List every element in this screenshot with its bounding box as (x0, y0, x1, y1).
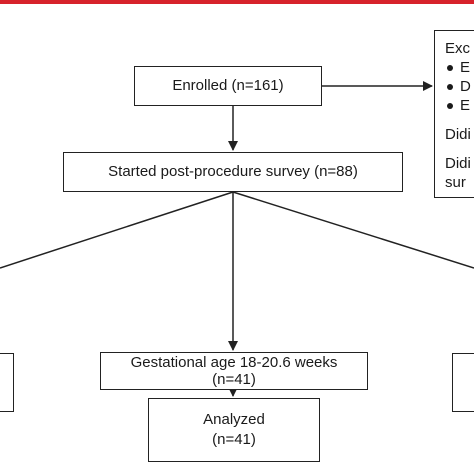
exclusion-bullet-3-text: E (460, 97, 471, 114)
analyzed-label: Analyzed (203, 411, 265, 428)
gestational-age-count: (n=41) (212, 371, 256, 388)
left-branch-box (0, 353, 14, 412)
line-started-to-right (232, 191, 474, 269)
exclusion-bullet-1: E (445, 58, 474, 77)
bullet-icon (447, 103, 453, 110)
exclusion-bullet-2: D (445, 77, 474, 96)
exclusion-bullet-2-text: D (460, 78, 471, 95)
exclusion-box: Exc E D E Didi Didi sur (434, 30, 474, 198)
bullet-icon (447, 84, 453, 91)
top-accent-bar (0, 0, 474, 4)
started-survey-box: Started post-procedure survey (n=88) (63, 152, 403, 192)
gestational-age-box: Gestational age 18-20.6 weeks(n=41) (100, 352, 368, 390)
exclusion-heading: Exc (445, 40, 471, 57)
exclusion-line-b2: sur (445, 174, 466, 191)
enrolled-label: Enrolled (n=161) (172, 77, 284, 94)
started-survey-label: Started post-procedure survey (n=88) (108, 163, 358, 180)
exclusion-bullet-1-text: E (460, 59, 471, 76)
exclusion-line-a: Didi (445, 126, 471, 143)
gestational-age-label: Gestational age 18-20.6 weeks (130, 354, 338, 371)
right-branch-box (452, 353, 474, 412)
exclusion-line-b1: Didi (445, 155, 471, 172)
enrolled-box: Enrolled (n=161) (134, 66, 322, 106)
bullet-icon (447, 65, 453, 72)
line-started-to-left (0, 191, 234, 269)
analyzed-count: (n=41) (212, 431, 256, 448)
analyzed-box: Analyzed (n=41) (148, 398, 320, 462)
exclusion-bullet-3: E (445, 96, 474, 115)
